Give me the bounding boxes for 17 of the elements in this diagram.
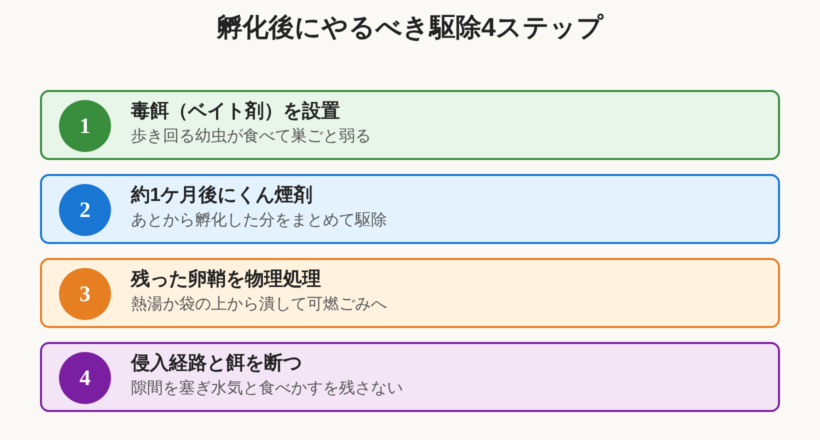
step-card [40,342,780,412]
step-heading: 毒餌（ベイト剤）を設置 [131,101,340,124]
step-number: 4 [59,352,111,404]
step-description: 隙間を塞ぎ水気と食べかすを残さない [131,379,403,398]
step-number: 3 [59,268,111,320]
step-card [40,90,780,160]
step-heading: 残った卵鞘を物理処理 [131,269,321,292]
step-card [40,258,780,328]
step-description: あとから孵化した分をまとめて駆除 [131,211,387,230]
step-description: 熱湯か袋の上から潰して可燃ごみへ [131,295,387,314]
step-description: 歩き回る幼虫が食べて巣ごと弱る [131,127,371,146]
step-heading: 侵入経路と餌を断つ [131,353,302,376]
step-number: 2 [59,184,111,236]
step-card [40,174,780,244]
step-number: 1 [59,100,111,152]
title: 孵化後にやるべき駆除4ステップ [216,11,604,44]
step-heading: 約1ケ月後にくん煙剤 [131,185,313,208]
